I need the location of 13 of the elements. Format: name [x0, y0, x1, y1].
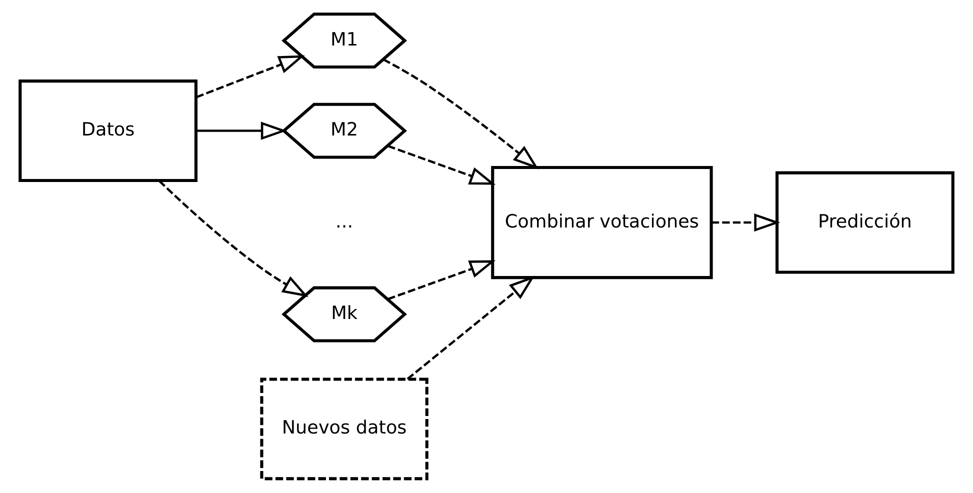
arrow: [382, 58, 539, 170]
arrow: [196, 55, 305, 98]
node-box: Datos: [18, 80, 198, 182]
arrow: [158, 180, 308, 298]
arrow: [196, 122, 287, 140]
node-box: Nuevos datos: [260, 378, 428, 480]
arrow: [387, 144, 496, 185]
arrow: [406, 276, 535, 380]
node-box: Combinar votaciones: [491, 166, 713, 280]
arrow: [711, 213, 780, 232]
arrow: [387, 260, 496, 300]
node-box: Predicción: [776, 171, 954, 274]
label: ...: [336, 211, 354, 232]
